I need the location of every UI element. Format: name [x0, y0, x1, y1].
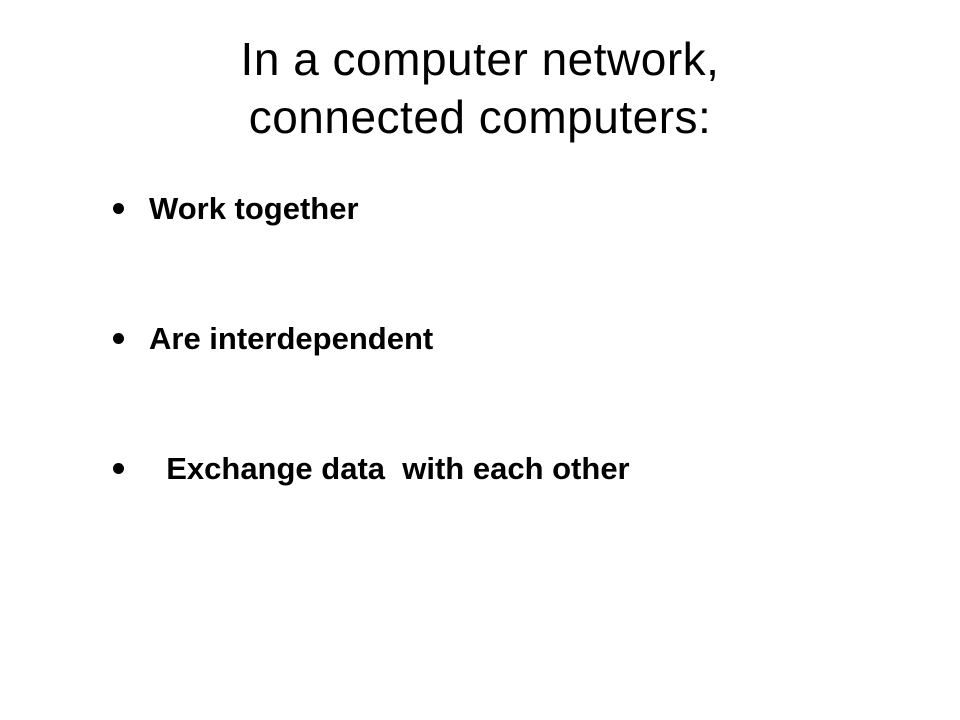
bullet-list: Work together Are interdependent Exchang… [112, 186, 630, 492]
title-line-2: connected computers: [248, 91, 712, 143]
slide-title: In a computer network, connected compute… [60, 30, 900, 146]
bullet-point-icon [113, 333, 124, 344]
title-line-1: In a computer network, [240, 33, 720, 85]
bullet-point-icon [113, 203, 124, 214]
bullet-item-interdependent: Are interdependent [112, 316, 433, 362]
bullet-item-exchange-data: Exchange data with each other [112, 446, 630, 492]
bullet-point-icon [113, 463, 124, 474]
bullet-text: Exchange data with each other [149, 451, 630, 486]
bullet-item-work-together: Work together [112, 186, 359, 232]
bullet-text: Are interdependent [149, 321, 434, 356]
bullet-text: Work together [149, 191, 359, 226]
